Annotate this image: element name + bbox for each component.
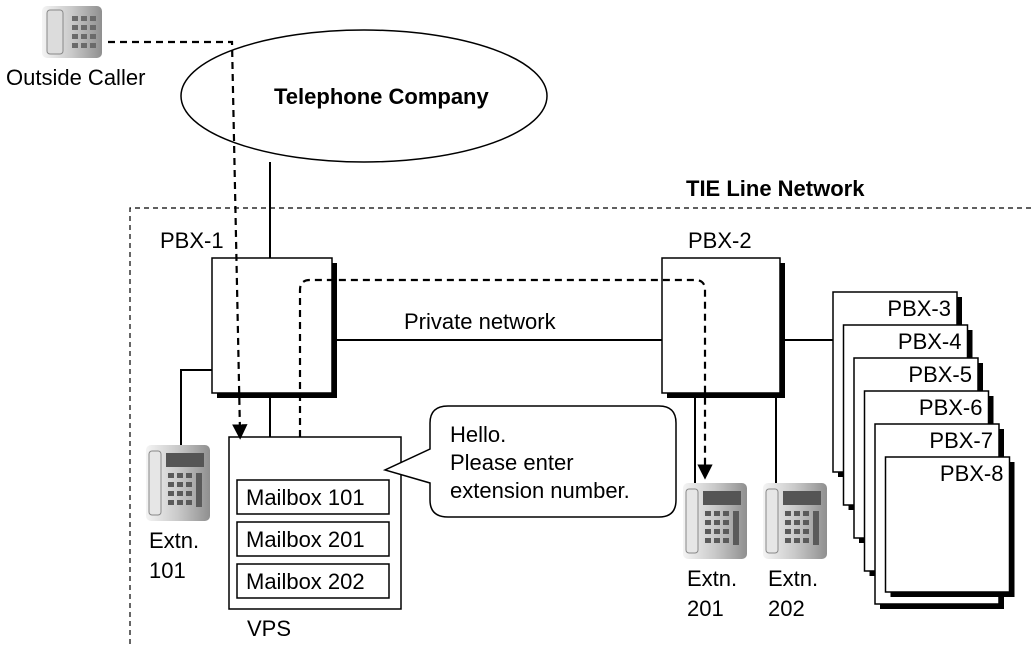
pbx2-label: PBX-2 [688, 228, 752, 253]
pbx-stack-label: PBX-8 [940, 461, 1004, 486]
telephone-company-label: Telephone Company [274, 84, 489, 109]
pbx1-box [211, 257, 337, 398]
mailbox-box [236, 479, 390, 515]
extn101-label-number: 101 [149, 558, 186, 583]
pbx-stack-label: PBX-4 [898, 329, 962, 354]
pbx-stack-label: PBX-3 [887, 296, 951, 321]
pbx2-box [661, 257, 785, 398]
speech-bubble [382, 405, 677, 518]
pbx-stack-box [884, 456, 1011, 593]
mailbox-label: Mailbox 201 [246, 527, 365, 552]
extn101-label-word: Extn. [149, 528, 199, 553]
tie-line-network-boundary [129, 207, 1031, 644]
mailbox-box [236, 521, 390, 557]
pbx-stack-label: PBX-6 [919, 395, 983, 420]
extn201-label-number: 201 [687, 596, 724, 621]
bubble-line-3: extension number. [450, 478, 630, 503]
pbx1-to-extn101-line [180, 369, 212, 446]
telephone-company-cloud [180, 29, 548, 163]
extn202-phone-icon [763, 483, 827, 559]
mailbox-box [236, 563, 390, 599]
mailbox-label: Mailbox 101 [246, 485, 365, 510]
bubble-line-2: Please enter [450, 450, 574, 475]
extn202-label-word: Extn. [768, 566, 818, 591]
private-network-label: Private network [404, 309, 557, 334]
extn202-label-number: 202 [768, 596, 805, 621]
extn201-phone-icon [683, 483, 747, 559]
pbx1-label: PBX-1 [160, 228, 224, 253]
tie-line-network-label: TIE Line Network [686, 176, 865, 201]
mailbox-label: Mailbox 202 [246, 569, 365, 594]
extn101-phone-icon [146, 445, 210, 521]
outside-caller-phone-icon [42, 6, 102, 58]
extn201-label-word: Extn. [687, 566, 737, 591]
pbx-stack-label: PBX-5 [908, 362, 972, 387]
pbx-stack-label: PBX-7 [929, 428, 993, 453]
vps-label: VPS [247, 616, 291, 641]
bubble-line-1: Hello. [450, 422, 506, 447]
caller-to-vps-call-path [108, 40, 248, 440]
outside-caller-label: Outside Caller [6, 65, 145, 90]
